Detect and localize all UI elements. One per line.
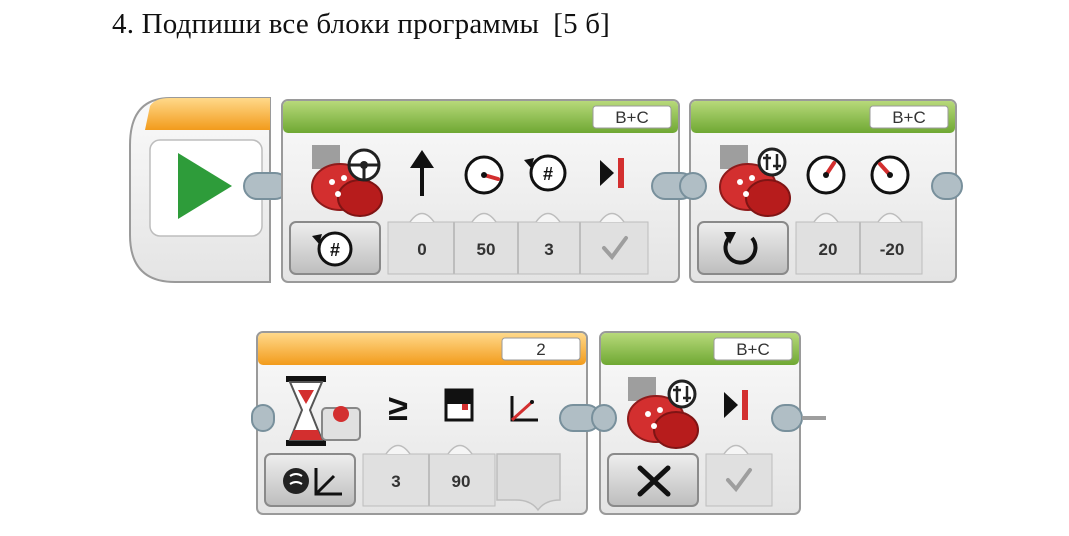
wait-mode-button[interactable]: [264, 453, 356, 507]
on-icon: [723, 234, 758, 265]
tank-off-mode-button[interactable]: [607, 453, 699, 507]
ports-selector[interactable]: [869, 105, 949, 129]
steering-params: [387, 212, 649, 275]
hourglass-gyro-icon: [286, 376, 361, 446]
tank-off-motor-icon: [627, 377, 699, 449]
tank-off-input-connector: [591, 404, 617, 432]
steering-value[interactable]: 0: [417, 240, 426, 259]
task-title: 4. Подпиши все блоки программы [5 б]: [112, 8, 610, 41]
left-power-value[interactable]: 20: [819, 240, 838, 259]
rotations-count-icon: #: [524, 154, 567, 192]
right-power-value[interactable]: -20: [880, 240, 905, 259]
wait-gyro-block[interactable]: 2 ≥: [251, 331, 601, 515]
threshold-icon: [444, 388, 474, 422]
ports-label: B+C: [615, 108, 649, 127]
threshold-value[interactable]: 90: [452, 472, 471, 491]
move-tank-block[interactable]: B+C 2: [679, 99, 963, 283]
left-power-gauge-icon: [806, 155, 846, 195]
wait-input-connector: [251, 404, 275, 432]
compare-greater-equal-icon: ≥: [388, 387, 408, 428]
steering-mode-button[interactable]: #: [289, 221, 381, 275]
task-text: 4. Подпиши все блоки программы: [112, 8, 540, 40]
tank-off-params: [705, 444, 773, 507]
tank-input-connector: [679, 172, 707, 200]
compare-type-value[interactable]: 3: [391, 472, 400, 491]
svg-text:#: #: [330, 240, 340, 260]
tank-off-output-connector: [771, 404, 803, 432]
rotations-icon: [317, 231, 353, 267]
start-block[interactable]: [129, 97, 289, 283]
task-points: [5 б]: [553, 8, 611, 40]
ports-label: B+C: [736, 340, 770, 359]
ports-selector[interactable]: [592, 105, 672, 129]
angle-icon: [510, 396, 538, 422]
right-power-gauge-icon: [870, 155, 910, 195]
wait-params: [362, 444, 561, 512]
move-steering-block[interactable]: B+C # #: [281, 99, 695, 283]
tank-motor-icon: [719, 145, 791, 217]
tank-mode-button[interactable]: [697, 221, 789, 275]
brake-check-icon[interactable]: [602, 236, 628, 261]
start-play-icon: [178, 153, 232, 219]
port-label: 2: [536, 340, 545, 359]
steering-arrow-icon: [410, 150, 434, 196]
off-icon: [637, 465, 671, 497]
power-gauge-icon: [464, 155, 504, 195]
brake-check-icon[interactable]: [726, 468, 752, 493]
brake-icon: [724, 390, 748, 420]
steering-motor-icon: [311, 145, 383, 217]
tank-params: [795, 212, 923, 275]
power-value[interactable]: 50: [477, 240, 496, 259]
move-tank-off-block[interactable]: B+C: [591, 331, 826, 515]
gyro-angle-icon: [314, 468, 342, 496]
ports-selector[interactable]: [713, 337, 793, 361]
ports-label: B+C: [892, 108, 926, 127]
tank-output-connector: [931, 172, 963, 200]
port-selector[interactable]: [501, 337, 581, 361]
svg-text:#: #: [543, 164, 553, 184]
rotations-value[interactable]: 3: [544, 240, 553, 259]
brake-icon: [600, 158, 624, 188]
